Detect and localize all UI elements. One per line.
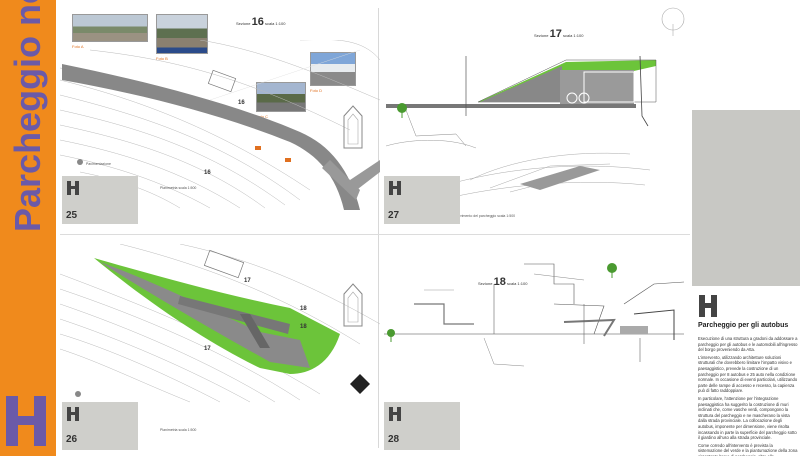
legend-planimetria-3: Planimetria scala 1:500 [160, 428, 197, 432]
legend-pavimentazione: Pavimentazione [86, 162, 111, 166]
paragraph: Esecuzione di una struttura a gradoni da… [698, 336, 798, 353]
photo-3-caption: Foto C [256, 114, 269, 119]
photo-1-caption: Foto A [72, 44, 84, 49]
section-marker-17: 17 [244, 278, 251, 284]
paragraph: Come corredo all'intervento è prevista l… [698, 442, 798, 456]
tree-3-icon [607, 263, 617, 278]
section-18-drawing [384, 263, 685, 367]
info-card-28 [384, 402, 460, 450]
section-17-drawing [386, 55, 657, 149]
card-26-h-icon [67, 407, 79, 421]
legend-planimetria-1: Planimetria scala 1:500 [160, 186, 197, 190]
section-marker-18b: 18 [300, 324, 307, 330]
board-title: Parcheggio nord [7, 0, 48, 232]
paragraph: In particolare, l'attenzione per l'integ… [698, 395, 797, 441]
photo-3 [256, 82, 306, 112]
paragraph: L'intervento, utilizzando architetture s… [698, 354, 798, 394]
section-marker-16b: 16 [204, 170, 211, 176]
tree-2-icon [397, 103, 407, 118]
tree-1-icon [661, 7, 685, 36]
photo-2 [156, 14, 208, 54]
section-marker-16: 16 [238, 100, 245, 106]
card-28-number: 28 [388, 434, 400, 445]
panel-divider-horizontal [60, 234, 690, 235]
section-marker-18a: 18 [300, 306, 307, 312]
section-18-label: Sezione 18 scala 1:100 [478, 276, 528, 288]
info-card-26 [62, 402, 138, 450]
card-27-number: 27 [388, 210, 400, 221]
section-16-label: Sezione 16 scala 1:100 [236, 16, 286, 28]
section-17-label: Sezione 17 scala 1:100 [534, 28, 584, 40]
tree-4-icon [387, 329, 395, 342]
card-26-number: 26 [66, 434, 78, 445]
text-column-panel [692, 286, 800, 456]
insertion-caption: Inserimento del parcheggio scala 1:500 [454, 214, 516, 218]
card-27-h-icon [389, 181, 401, 195]
church-outline-icon [343, 105, 363, 149]
photo-2-caption: Foto B [156, 56, 168, 61]
card-28-h-icon [389, 407, 401, 421]
text-column-title: Parcheggio per gli autobus [698, 322, 789, 329]
photo-4 [310, 52, 356, 86]
parking-perspective [430, 152, 650, 201]
text-column-h-icon [699, 295, 717, 317]
church-outline-2-icon [343, 283, 363, 327]
section-marker-17b: 17 [204, 346, 211, 352]
card-25-number: 25 [66, 210, 78, 221]
site-plan-north [60, 40, 380, 210]
sidebar-band [0, 0, 56, 456]
info-card-25 [62, 176, 138, 224]
info-card-27 [384, 176, 460, 224]
panel-divider-vertical [378, 8, 379, 448]
h-logo-icon [6, 396, 46, 446]
parking-plan [60, 244, 380, 403]
card-25-h-icon [67, 181, 79, 195]
photo-4-caption: Foto D [310, 88, 323, 93]
photo-1 [72, 14, 148, 42]
text-column-body: Esecuzione di una struttura a gradoni da… [698, 336, 798, 456]
